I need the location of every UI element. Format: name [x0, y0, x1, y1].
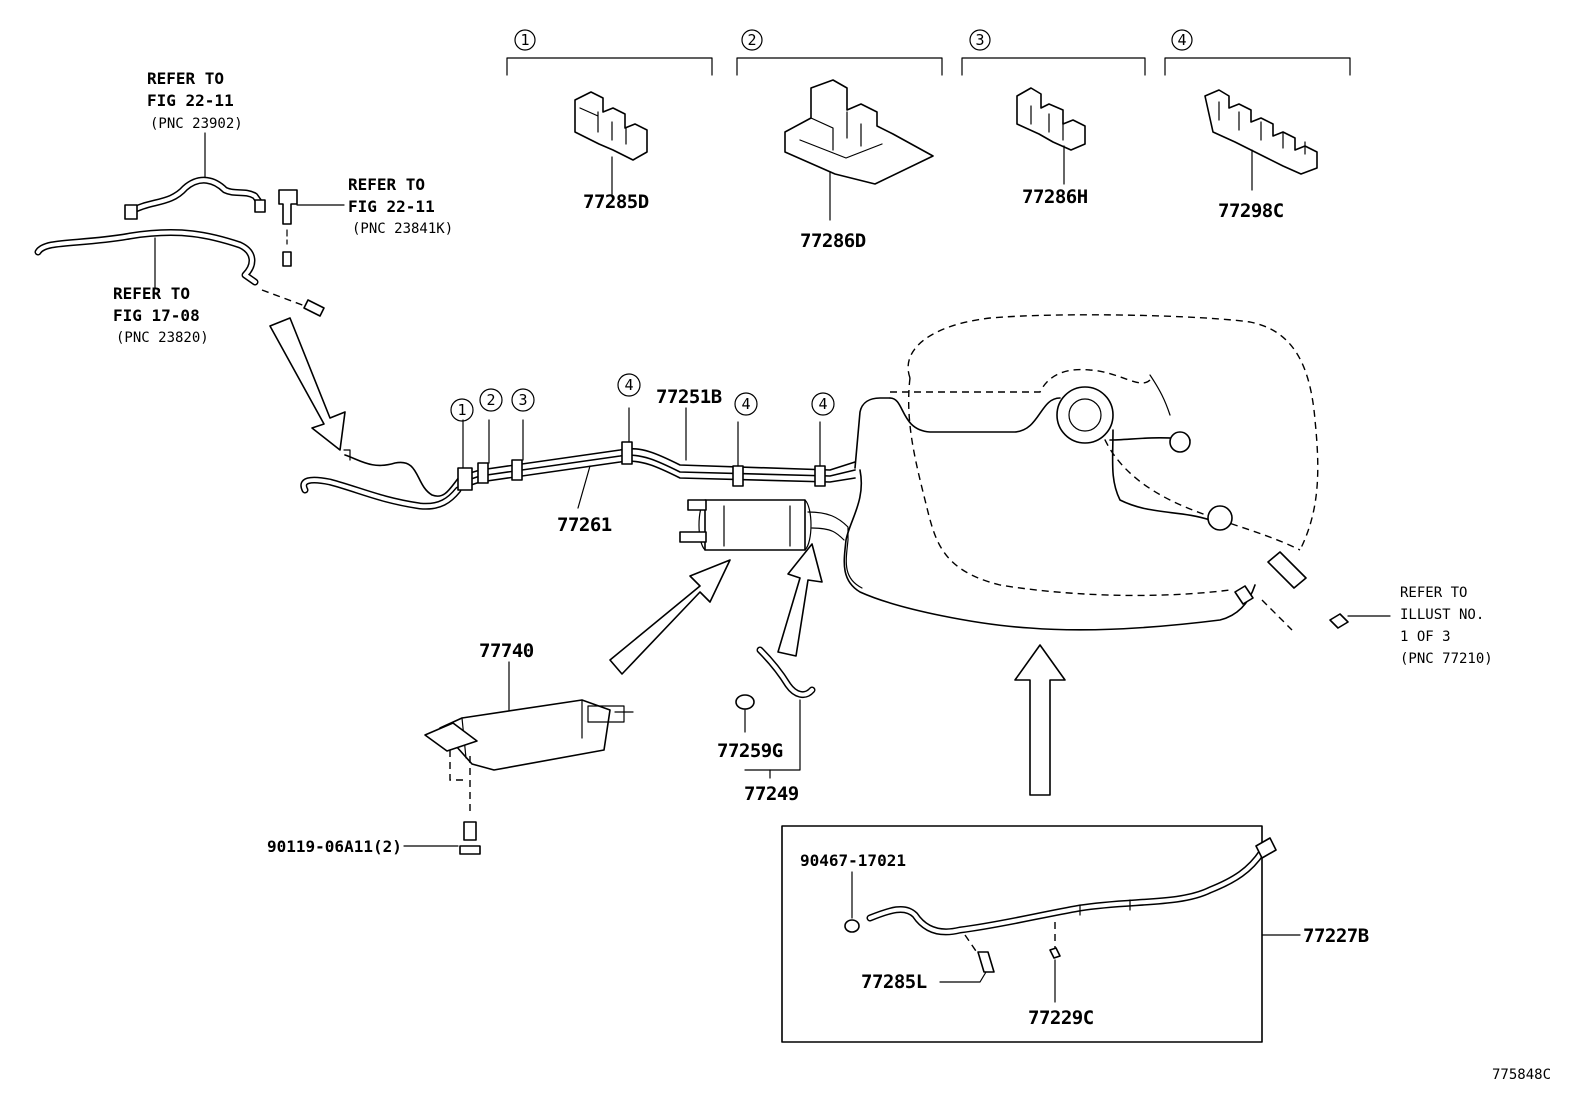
- ref-line2: FIG 22-11: [348, 197, 435, 216]
- clip-77285d-icon: [574, 91, 648, 198]
- clip-marker-label: 2: [486, 391, 495, 409]
- clip-marker-label: 4: [818, 395, 827, 413]
- vsv-valve: [278, 189, 298, 267]
- ref-line1: REFER TO: [348, 175, 425, 194]
- bolt-90119[interactable]: 90119-06A11(2): [267, 821, 481, 856]
- legend-item-3[interactable]: 3 77286H: [961, 29, 1146, 208]
- legend-item-4[interactable]: 4 77298C: [1164, 29, 1351, 222]
- part-number: 77227B: [1303, 925, 1369, 947]
- legend-index: 1: [520, 31, 529, 49]
- canister-hose-77249: [735, 646, 816, 710]
- clip-marker-label: 1: [457, 401, 466, 419]
- clip-marker-2[interactable]: 2: [479, 388, 503, 412]
- fuel-tank-outline: [907, 314, 1319, 597]
- part-number: 77251B: [656, 386, 722, 408]
- clip-77286h-icon: [1016, 87, 1086, 185]
- fuel-line-bundle: [300, 397, 1256, 631]
- part-number: 77249: [744, 783, 799, 805]
- clip-77298c-icon: [1204, 89, 1318, 191]
- reference-fig-22-11-pnc-23841k[interactable]: REFER TO FIG 22-11 (PNC 23841K): [296, 175, 453, 237]
- part-77251b[interactable]: 77251B: [656, 386, 722, 461]
- ref-line1: REFER TO: [113, 284, 190, 303]
- part-number: 77261: [557, 514, 612, 536]
- clip-marker-label: 3: [518, 391, 527, 409]
- part-number: 77285D: [583, 191, 649, 213]
- part-number: 77740: [479, 640, 534, 662]
- part-90467-17021[interactable]: 90467-17021: [800, 851, 906, 919]
- clip-marker-label: 4: [624, 376, 633, 394]
- clip-marker-3[interactable]: 3: [511, 388, 535, 412]
- charcoal-canister: [424, 699, 634, 816]
- clip-77286d-icon: [784, 79, 934, 221]
- arrow-to-fuel-line: [269, 317, 346, 451]
- arrow-to-fuel-tube: [1014, 644, 1066, 796]
- fuel-hose-upper: [34, 229, 325, 317]
- part-77229c[interactable]: 77229C: [1028, 922, 1094, 1029]
- arrow-to-canister-hose: [777, 543, 823, 657]
- part-number: 77286D: [800, 230, 866, 252]
- part-number: 90119-06A11(2): [267, 837, 402, 856]
- reference-fig-17-08[interactable]: REFER TO FIG 17-08 (PNC 23820): [113, 237, 209, 346]
- part-77285l[interactable]: 77285L: [861, 934, 995, 993]
- figure-id: 775848C: [1492, 1067, 1551, 1083]
- clip-marker-4c[interactable]: 4: [811, 392, 835, 416]
- part-number: 77298C: [1218, 200, 1284, 222]
- reference-illust-1-of-3[interactable]: REFER TO ILLUST NO. 1 OF 3 (PNC 77210): [1347, 585, 1493, 667]
- clip-marker-1[interactable]: 1: [450, 398, 474, 422]
- clip-marker-4a[interactable]: 4: [617, 373, 641, 397]
- legend-index: 4: [1177, 31, 1186, 49]
- ref-line2: ILLUST NO.: [1400, 607, 1484, 623]
- part-77249[interactable]: 77249: [744, 699, 801, 805]
- filler-neck-connector: [1234, 551, 1349, 631]
- clip-markers: [457, 407, 826, 491]
- reference-fig-22-11-pnc-23902[interactable]: REFER TO FIG 22-11 (PNC 23902): [147, 69, 243, 179]
- part-number: 77286H: [1022, 186, 1088, 208]
- ref-line4: (PNC 77210): [1400, 651, 1493, 667]
- clip-marker-label: 4: [741, 395, 750, 413]
- part-number: 77229C: [1028, 1007, 1094, 1029]
- legend-item-2[interactable]: 2 77286D: [736, 29, 943, 252]
- clip-marker-4b[interactable]: 4: [734, 392, 758, 416]
- part-77261[interactable]: 77261: [557, 465, 612, 536]
- ref-line2: FIG 17-08: [113, 306, 200, 325]
- part-77259g[interactable]: 77259G: [717, 709, 783, 762]
- fuel-tube-inset: [844, 837, 1277, 936]
- ref-line3: (PNC 23841K): [352, 221, 453, 237]
- canister-assembly: [679, 499, 849, 551]
- vacuum-hose-upper: [124, 176, 266, 220]
- ref-line3: (PNC 23820): [116, 330, 209, 346]
- inset-fuel-tube-box: [781, 825, 1263, 1043]
- legend-index: 2: [747, 31, 756, 49]
- fuel-pump-and-lines: [889, 368, 1233, 531]
- ref-line3: 1 OF 3: [1400, 629, 1451, 645]
- ref-line2: FIG 22-11: [147, 91, 234, 110]
- part-number: 90467-17021: [800, 851, 906, 870]
- legend-index: 3: [975, 31, 984, 49]
- legend-item-1[interactable]: 1 77285D: [506, 29, 713, 213]
- arrow-to-canister: [609, 559, 731, 675]
- ref-line3: (PNC 23902): [150, 116, 243, 132]
- ref-line1: REFER TO: [147, 69, 224, 88]
- part-number: 77259G: [717, 740, 783, 762]
- ref-line1: REFER TO: [1400, 585, 1467, 601]
- part-77227b[interactable]: 77227B: [1261, 925, 1369, 947]
- part-number: 77285L: [861, 971, 927, 993]
